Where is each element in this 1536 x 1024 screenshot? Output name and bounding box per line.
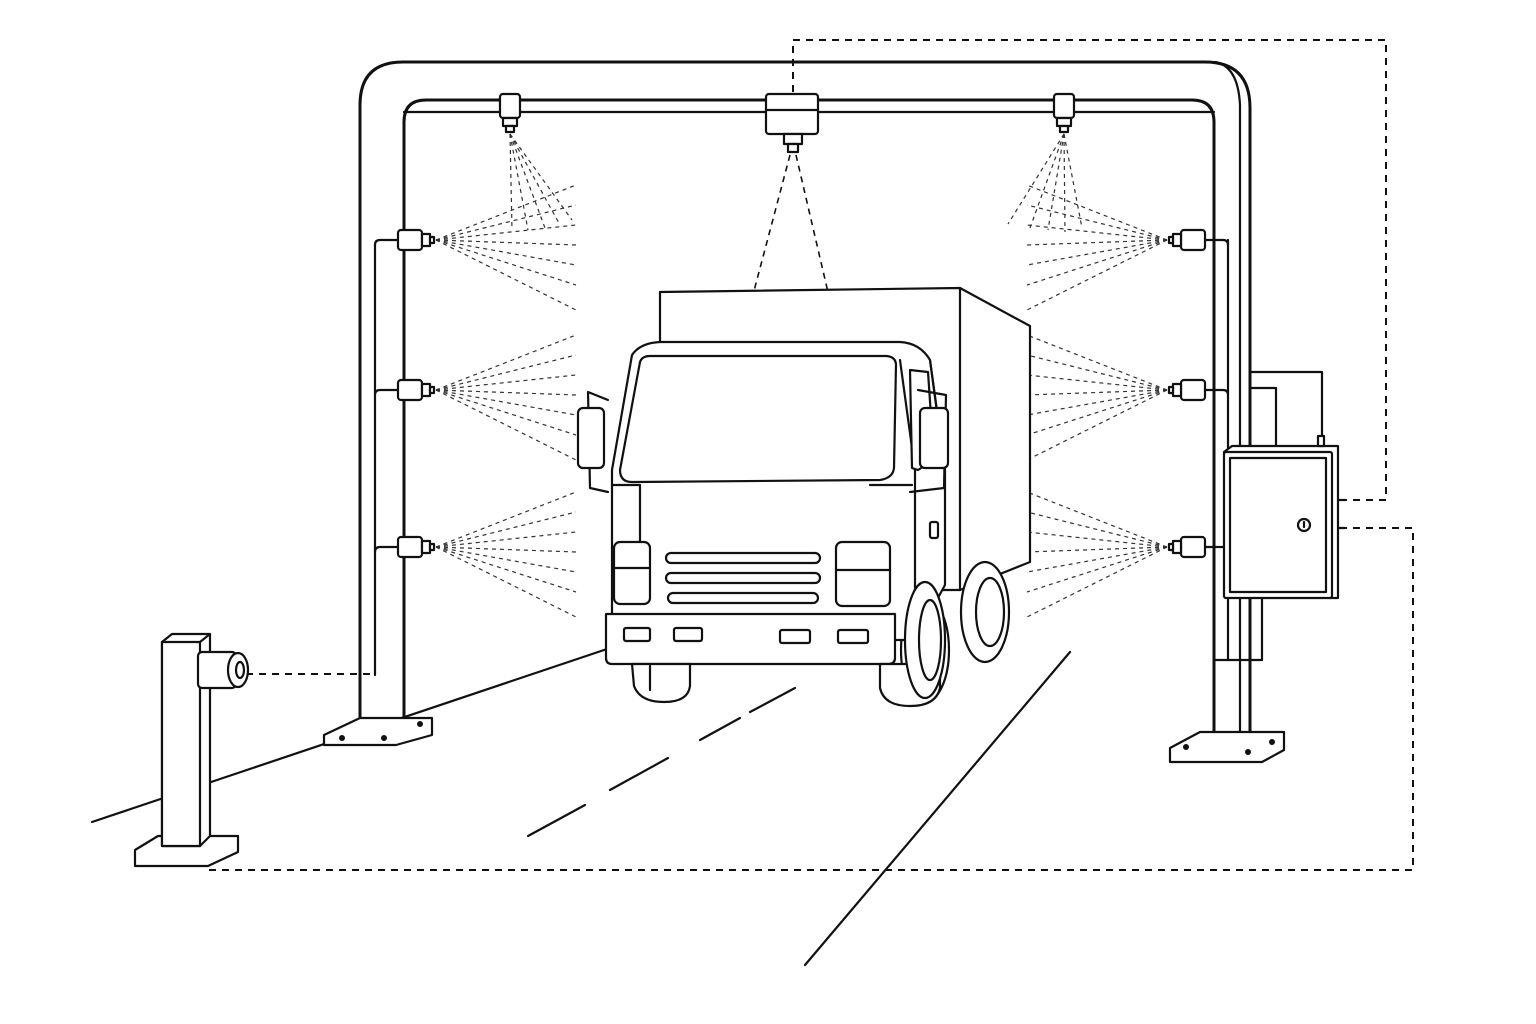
left-base-plate [322, 716, 434, 747]
box-truck [576, 286, 1032, 708]
right-base-plate [1168, 730, 1286, 764]
post-base [133, 834, 240, 868]
cabinet-top-pipe [1248, 370, 1324, 447]
spray-pattern [435, 491, 577, 618]
right-side-nozzles [1026, 184, 1207, 618]
headlight-right [834, 540, 892, 608]
cabinet-pipe [1212, 596, 1264, 662]
left-mirror [576, 390, 610, 494]
side-nozzle [1026, 184, 1207, 311]
side-nozzle [1026, 334, 1207, 461]
side-nozzle [396, 184, 577, 311]
side-nozzle [1026, 491, 1207, 618]
front-wheels [630, 580, 947, 708]
spray-pattern [435, 184, 577, 311]
road-center-dashes [526, 686, 797, 838]
wire-cabinet-to-post [205, 527, 1414, 871]
right-mirror [908, 388, 950, 494]
spray-pattern [509, 133, 573, 231]
grille [664, 551, 822, 605]
control-wiring [205, 39, 1414, 871]
side-nozzle [396, 334, 577, 461]
windshield [618, 354, 898, 484]
spray-pattern [1026, 491, 1168, 618]
top-nozzle-left [498, 92, 573, 231]
left-side-nozzles [396, 184, 577, 618]
spray-pattern [1007, 133, 1083, 233]
spray-pattern [1026, 334, 1168, 461]
spray-pattern [1026, 184, 1168, 311]
post-sensor-head [196, 650, 250, 690]
gantry-outer-outline [358, 60, 1252, 742]
gantry-outer-edge [1213, 60, 1242, 742]
wire-top-sensor-to-cabinet [792, 39, 1387, 501]
control-cabinet [1222, 434, 1347, 600]
headlight-left [612, 540, 652, 606]
top-nozzle-right [1007, 92, 1083, 233]
road-right-edge [803, 650, 1072, 967]
side-nozzle [396, 491, 577, 618]
spray-pattern [435, 334, 577, 461]
entry-sensor-post [133, 632, 250, 868]
